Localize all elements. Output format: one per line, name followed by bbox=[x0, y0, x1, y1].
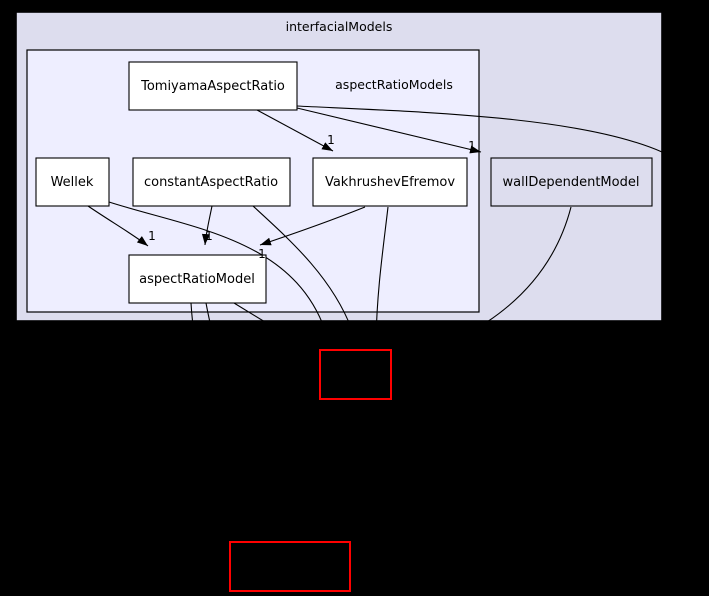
node-wall-dependent-model-label[interactable]: wallDependentModel bbox=[503, 175, 640, 190]
hidden-edge-segment bbox=[314, 389, 322, 407]
node-aspect-ratio-model-label[interactable]: aspectRatioModel bbox=[139, 272, 255, 287]
edge-label-wellek-aspectratiomodel[interactable]: 1 bbox=[148, 229, 156, 243]
node-vakhrushev-efremov-box[interactable] bbox=[312, 157, 468, 207]
node-wall-dependent-model-box[interactable] bbox=[490, 157, 653, 207]
inner-cluster-label[interactable]: aspectRatioModels bbox=[335, 77, 453, 92]
edge-wellek-downward-curve bbox=[108, 201, 347, 359]
node-wellek-label[interactable]: Wellek bbox=[51, 175, 94, 190]
node-constant-aspect-ratio[interactable]: constantAspectRatio bbox=[132, 157, 291, 207]
node-wellek-box[interactable] bbox=[35, 157, 110, 207]
edge-constant-to-aspectratiomodel bbox=[201, 205, 213, 246]
edge-wellek-to-aspectratiomodel bbox=[87, 205, 149, 247]
edge-constant-downward-curve bbox=[252, 205, 363, 359]
node-tomiyama-aspect-ratio[interactable]: TomiyamaAspectRatio bbox=[128, 61, 298, 111]
node-constant-aspect-ratio-box[interactable] bbox=[132, 157, 291, 207]
node-aspect-ratio-model[interactable]: aspectRatioModel bbox=[128, 254, 267, 304]
edge-label-vakhrushev-aspectratiomodel[interactable]: 1 bbox=[258, 247, 266, 261]
edge-multiplicity-labels: 1 1 1 1 1 bbox=[148, 133, 476, 261]
edge-tomiyama-to-vakhrushev bbox=[256, 109, 334, 152]
node-tomiyama-aspect-ratio-box[interactable] bbox=[128, 61, 298, 111]
edge-tomiyama-to-walldependent bbox=[296, 107, 482, 154]
edge-label-tomiyama-vakhrushev[interactable]: 1 bbox=[327, 133, 335, 147]
node-tomiyama-aspect-ratio-label[interactable]: TomiyamaAspectRatio bbox=[140, 79, 285, 94]
node-wall-dependent-model[interactable]: wallDependentModel bbox=[490, 157, 653, 207]
edge-vakhrushev-to-aspectratiomodel bbox=[259, 206, 366, 246]
node-constant-aspect-ratio-label[interactable]: constantAspectRatio bbox=[144, 175, 278, 190]
edge-vakhrushev-downward bbox=[375, 206, 389, 341]
node-aspect-ratio-model-box[interactable] bbox=[128, 254, 267, 304]
hidden-edge-segment bbox=[205, 302, 284, 549]
hidden-edge-segment bbox=[348, 357, 363, 539]
edge-tomiyama-offscreen-curve bbox=[296, 105, 663, 153]
hidden-edge-segment bbox=[233, 302, 306, 549]
unlabeled-red-node-2[interactable] bbox=[229, 541, 351, 592]
unlabeled-red-node-1[interactable] bbox=[319, 349, 392, 400]
outer-cluster-label[interactable]: interfacialModels bbox=[286, 19, 393, 34]
edge-lines bbox=[87, 105, 663, 549]
edge-label-constant-aspectratiomodel[interactable]: 1 bbox=[205, 229, 213, 243]
hidden-edge-segment bbox=[320, 359, 348, 549]
node-vakhrushev-efremov[interactable]: VakhrushevEfremov bbox=[312, 157, 468, 207]
edge-walldependent-downward-curve bbox=[384, 206, 572, 372]
edge-label-tomiyama-walldependent[interactable]: 1 bbox=[468, 139, 476, 153]
hidden-edge-segment bbox=[190, 302, 259, 549]
node-vakhrushev-efremov-label[interactable]: VakhrushevEfremov bbox=[325, 175, 455, 190]
node-wellek[interactable]: Wellek bbox=[35, 157, 110, 207]
